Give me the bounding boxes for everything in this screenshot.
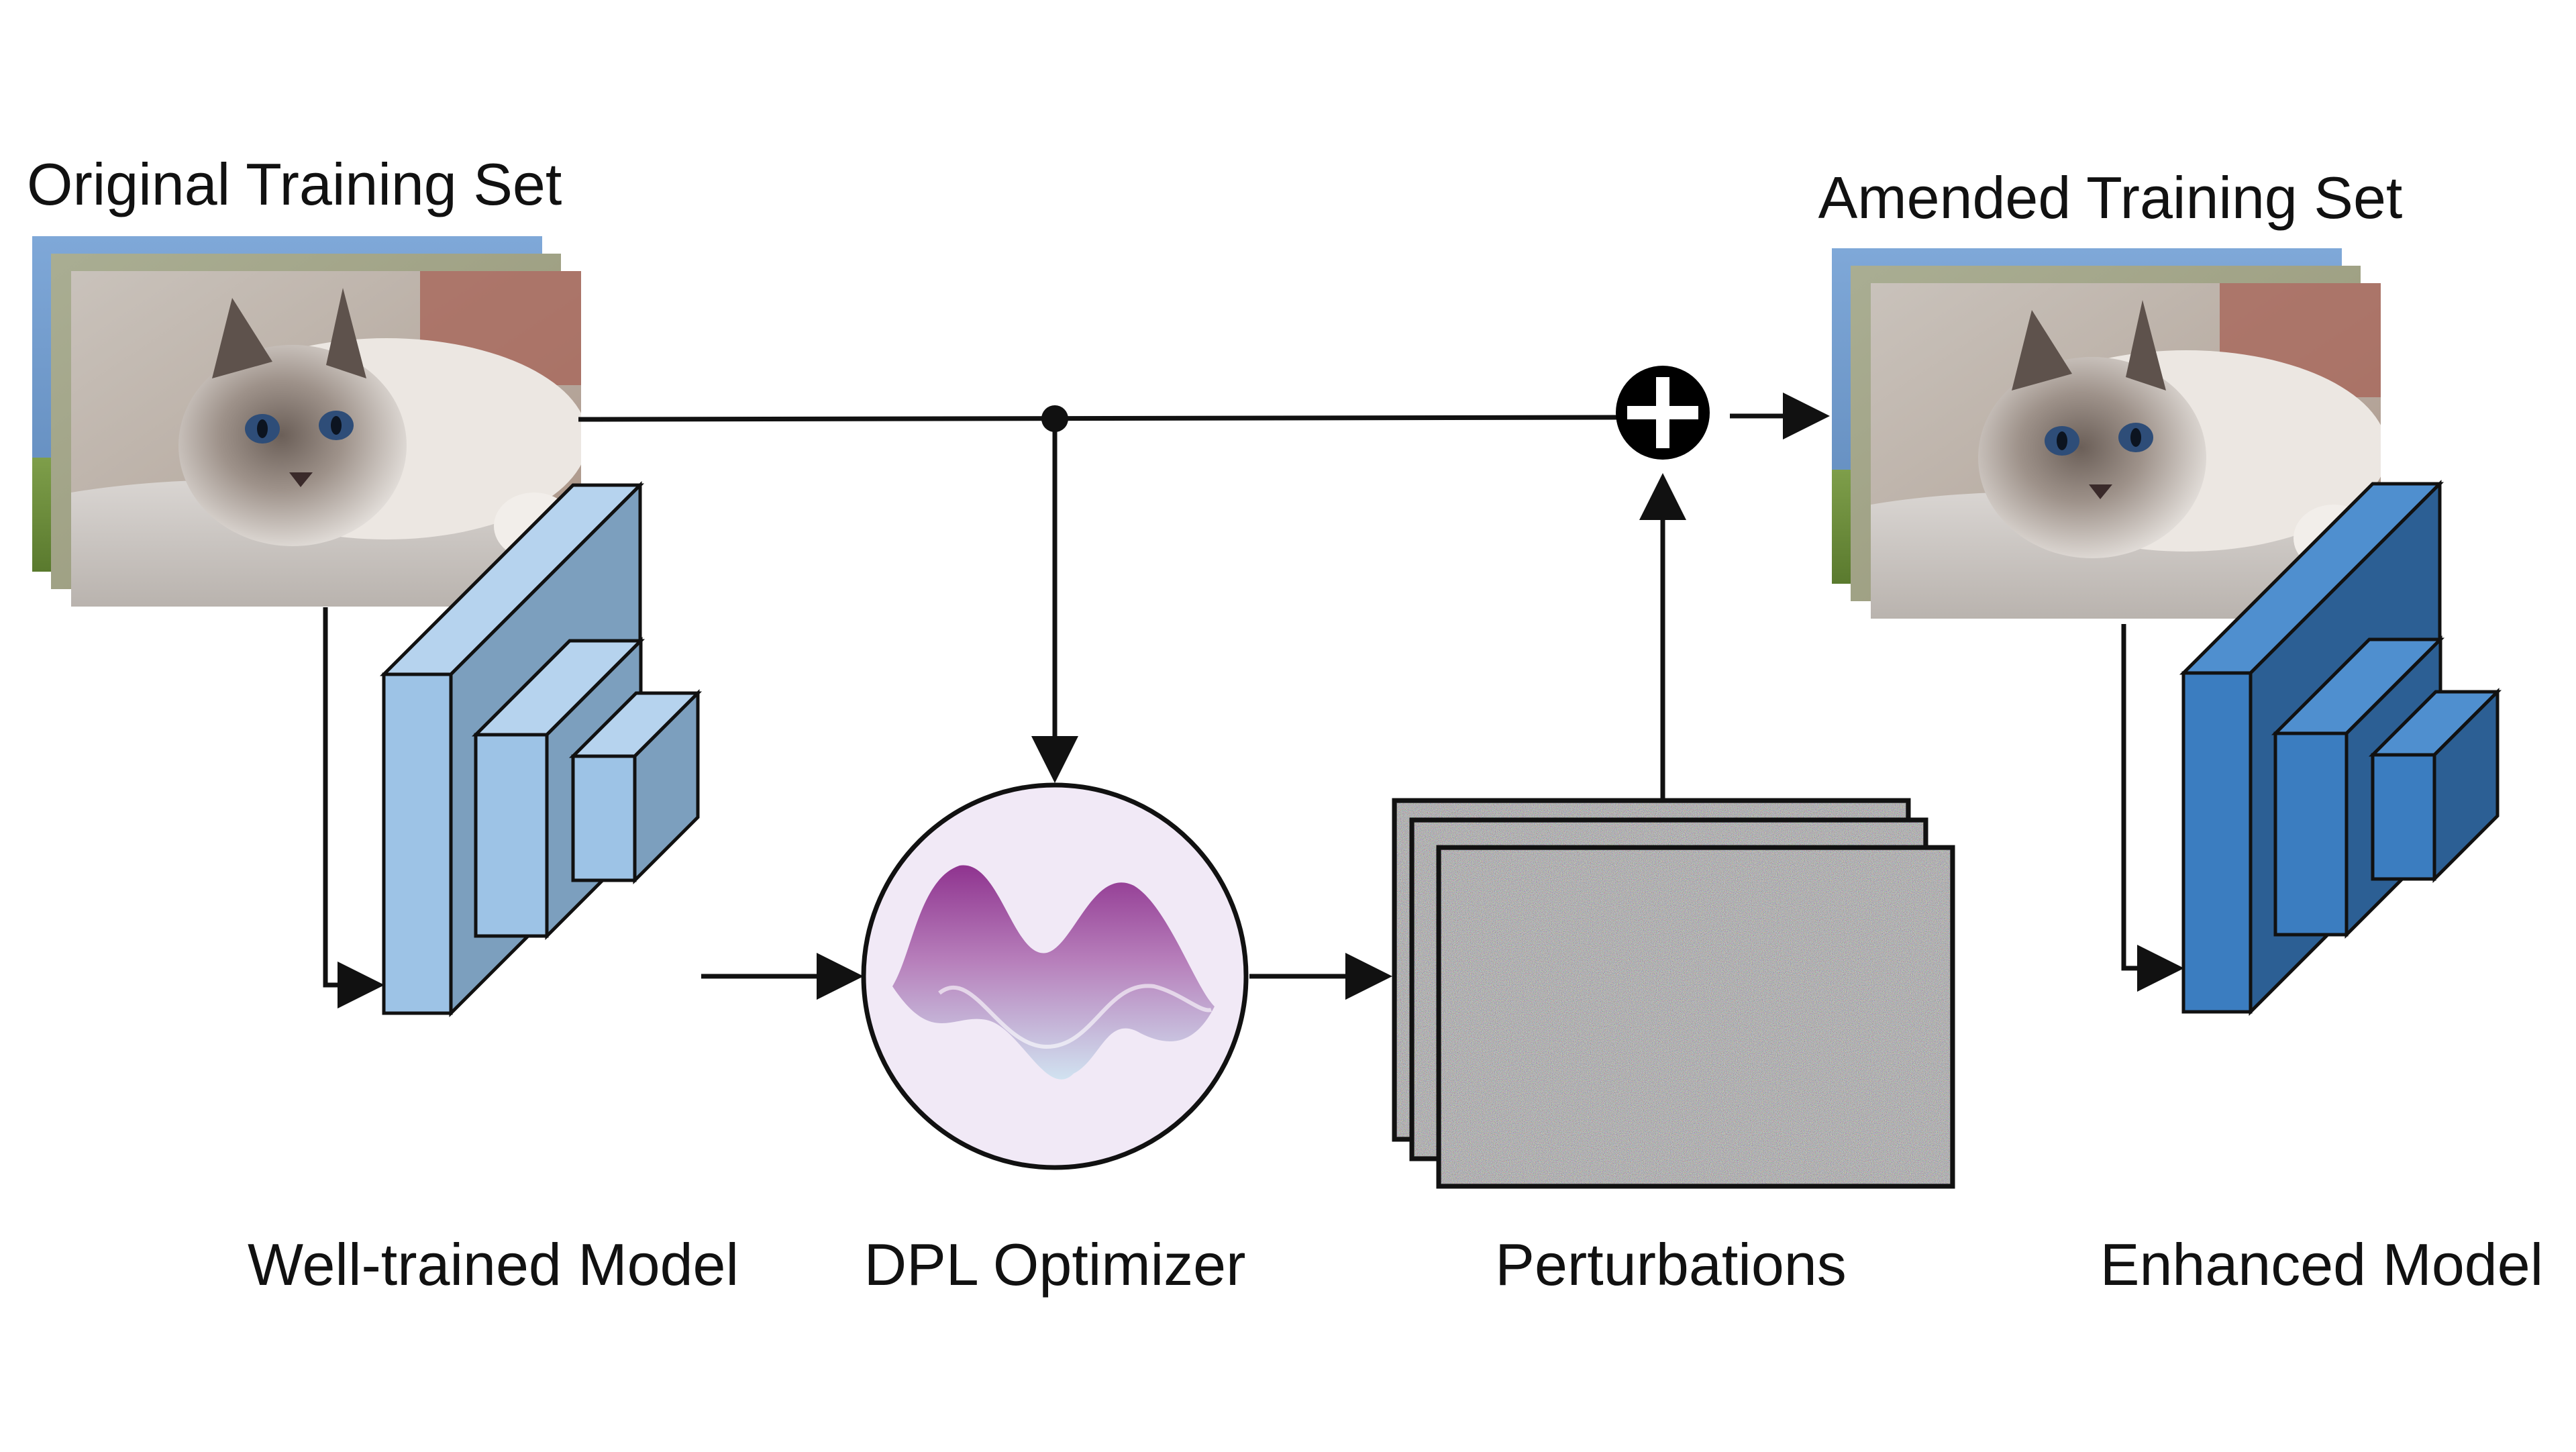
model-layer-3 <box>568 688 703 885</box>
well-trained-model-label: Well-trained Model <box>248 1231 739 1298</box>
arrow-original-to-model <box>323 607 384 1008</box>
dpl-optimizer-label: DPL Optimizer <box>864 1231 1246 1298</box>
perturbations-label: Perturbations <box>1495 1231 1846 1298</box>
dpl-optimizer <box>861 782 1249 1170</box>
enhanced-model-label: Enhanced Model <box>2100 1231 2543 1298</box>
original-training-set-images <box>32 236 581 607</box>
model-layer-3 <box>2368 687 2502 884</box>
amended-training-set-images <box>1832 248 2381 619</box>
arrow-image-to-plus <box>578 415 1618 422</box>
optimizer-wave-icon <box>892 865 1215 1080</box>
amended-training-set-label: Amended Training Set <box>1818 164 2403 231</box>
add-operator-icon <box>1616 366 1710 460</box>
original-training-set-label: Original Training Set <box>27 151 562 217</box>
enhanced-model <box>2179 479 2502 1017</box>
arrow-amended-to-enhanced <box>2121 624 2184 992</box>
perturbations-stack <box>1392 798 1955 1189</box>
well-trained-model <box>379 480 703 1018</box>
